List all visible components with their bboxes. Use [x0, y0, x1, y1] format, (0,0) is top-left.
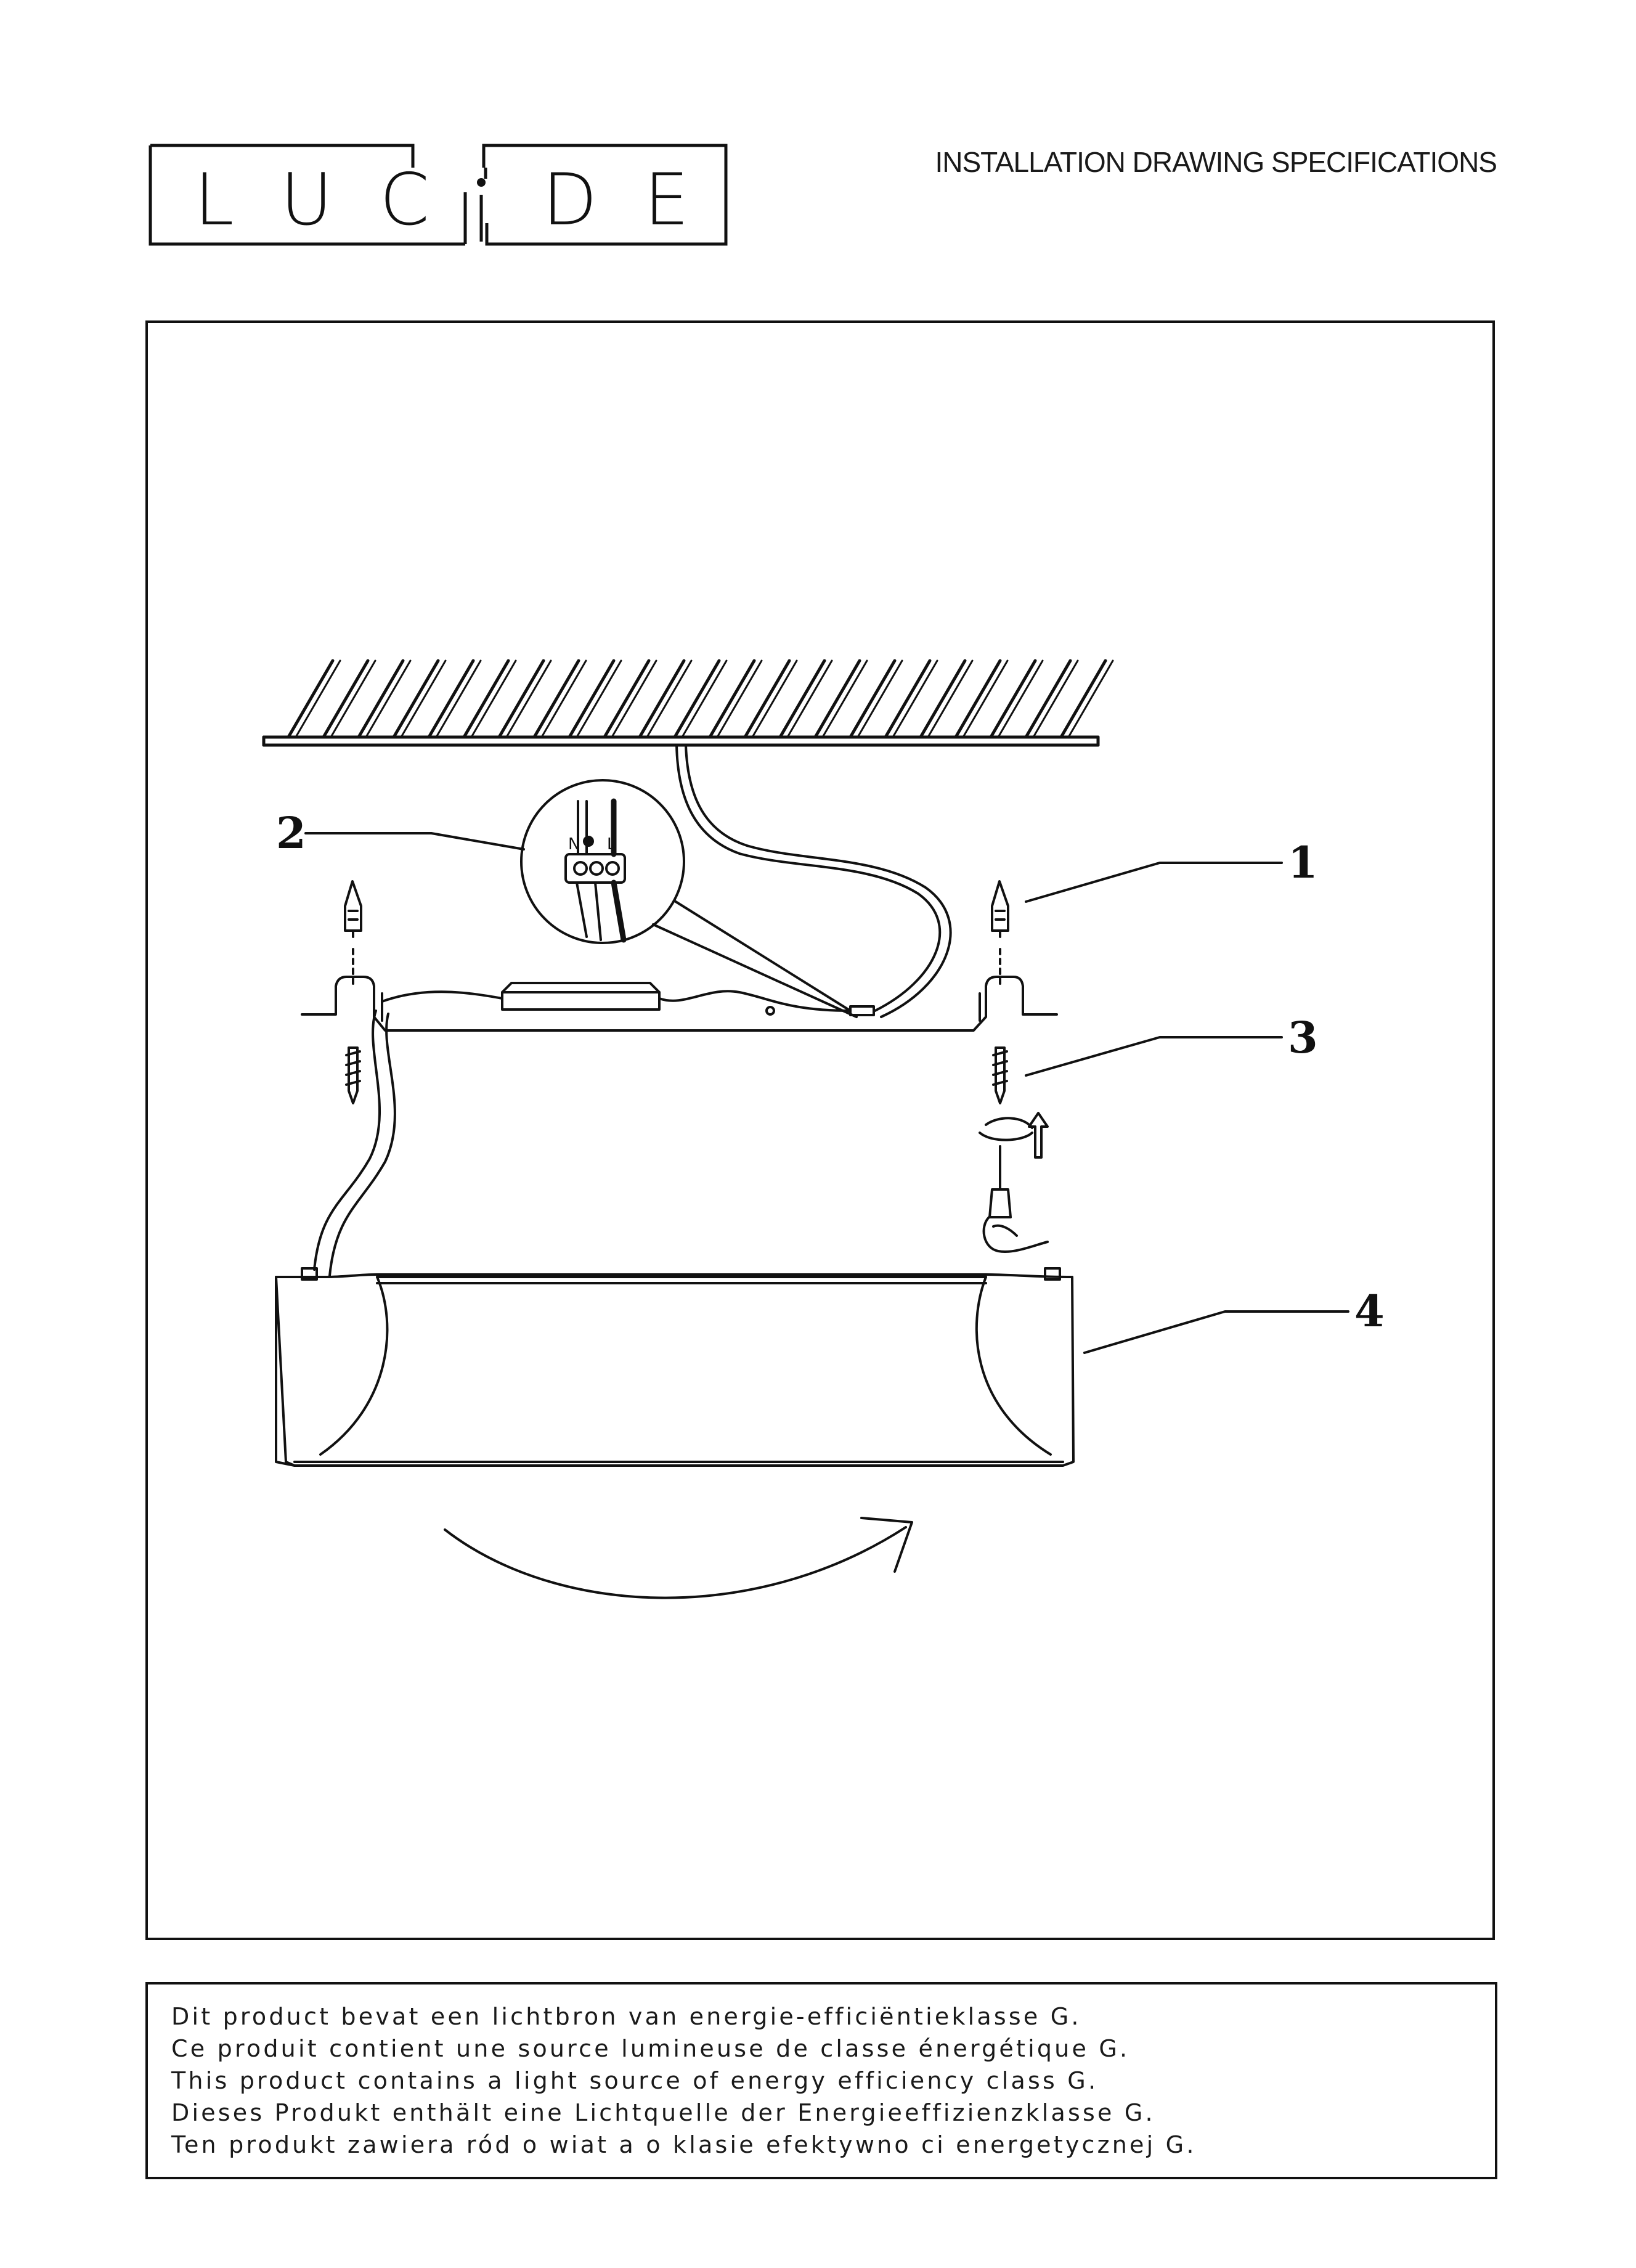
ceiling-hatch-line [505, 659, 552, 738]
ceiling-hatch-line [532, 659, 580, 739]
ceiling-hatch-line [462, 659, 510, 739]
ceiling-hatch-line [568, 659, 616, 739]
ceiling-hatch-line [646, 659, 693, 738]
notice-line-pl: Ten produkt zawiera ród o wiat a o klasi… [171, 2131, 1197, 2158]
ceiling-hatch-line [427, 659, 475, 739]
ceiling-hatch-line [365, 659, 412, 738]
ceiling-hatch-line [392, 659, 440, 739]
screw-icon [992, 1046, 1008, 1104]
ceiling-hatch-line [989, 659, 1037, 739]
screw-icon [345, 1046, 361, 1104]
ceiling-hatch-line [611, 659, 657, 738]
rotation-arrow-icon [444, 1526, 907, 1599]
supply-cable [675, 744, 942, 1012]
ceiling-hatch-line [435, 659, 482, 738]
ceiling-hatch-line [954, 659, 1002, 739]
ceiling-hatch-line [716, 659, 763, 738]
lamp-body-icon [275, 1267, 1075, 1467]
ceiling-hatch-line [470, 659, 517, 738]
terminal-block-icon [564, 798, 627, 943]
ceiling-hatch-line [540, 659, 587, 738]
ceiling-hatch-line [813, 659, 861, 739]
ceiling-hatch-line [997, 659, 1044, 738]
ceiling-hatch-line [287, 659, 335, 739]
ceiling-hatch-line [638, 659, 686, 739]
ceiling-hatch-line [576, 659, 622, 738]
logo-letter-c: C [380, 158, 429, 242]
ceiling-hatch-line [400, 659, 447, 738]
ceiling-hatch-line [743, 659, 791, 739]
ceiling-hatch-line [778, 659, 826, 739]
ceiling-hatch-line [786, 659, 833, 738]
ceiling-hatch-line [1032, 659, 1079, 738]
ceiling-hatch-line [673, 659, 721, 739]
ceiling-hatch-line [295, 659, 341, 738]
logo-letter-l: L [194, 158, 234, 242]
terminal-label-l: L [607, 835, 616, 854]
logo-letter-e: E [644, 158, 689, 242]
screwdriver-hand-icon [982, 1145, 1049, 1253]
ceiling-hatch-line [357, 659, 405, 739]
ceiling-hatch-line [962, 659, 1009, 738]
callout-1: 1 [1288, 837, 1318, 888]
installation-drawing-frame [145, 320, 1495, 1940]
energy-label-notice: Dit product bevat een lichtbron van ener… [145, 1982, 1497, 2179]
callout-3: 3 [1288, 1012, 1318, 1063]
ceiling-hatch-line [857, 659, 903, 738]
ceiling-hatch-line [603, 659, 651, 739]
ceiling-icon [262, 659, 1114, 747]
ceiling-hatch-line [821, 659, 868, 738]
ceiling-hatch-line [681, 659, 728, 738]
wall-plug-icon [991, 880, 1009, 938]
ceiling-hatch-line [497, 659, 545, 739]
ceiling-hatch-line [751, 659, 798, 738]
ceiling-hatch-line [322, 659, 370, 739]
notice-line-fr: Ce produit contient une source lumineuse… [171, 2035, 1130, 2062]
ceiling-hatch-line [1059, 659, 1107, 739]
logo-letter-u: U [280, 158, 333, 242]
ceiling-hatch-line [1067, 659, 1114, 738]
ceiling-hatch-line [330, 659, 376, 738]
ceiling-hatch-line [1024, 659, 1072, 739]
terminal-block-zoom [520, 779, 685, 944]
ceiling-hatch-line [708, 659, 756, 739]
notice-line-en: This product contains a light source of … [171, 2067, 1099, 2094]
mounting-bracket-icon [301, 976, 1058, 1032]
notice-line-nl: Dit product bevat een lichtbron van ener… [171, 2003, 1081, 2030]
callout-2: 2 [276, 807, 306, 859]
ceiling-hatch-line [892, 659, 938, 738]
brand-logo: L U C D E [149, 144, 728, 246]
logo-letter-d: D [542, 158, 597, 242]
callout-4: 4 [1354, 1286, 1385, 1337]
terminal-label-n: N [568, 835, 580, 854]
driver-box-icon [501, 982, 661, 1011]
ceiling-hatch-line [849, 659, 897, 739]
wall-plug-icon [344, 880, 362, 938]
ceiling-hatch-line [919, 659, 967, 739]
ceiling-hatch-line [927, 659, 974, 738]
notice-line-de: Dieses Produkt enthält eine Lichtquelle … [171, 2099, 1155, 2126]
document-title: INSTALLATION DRAWING SPECIFICATIONS [935, 146, 1497, 178]
ceiling-hatch-line [884, 659, 932, 739]
